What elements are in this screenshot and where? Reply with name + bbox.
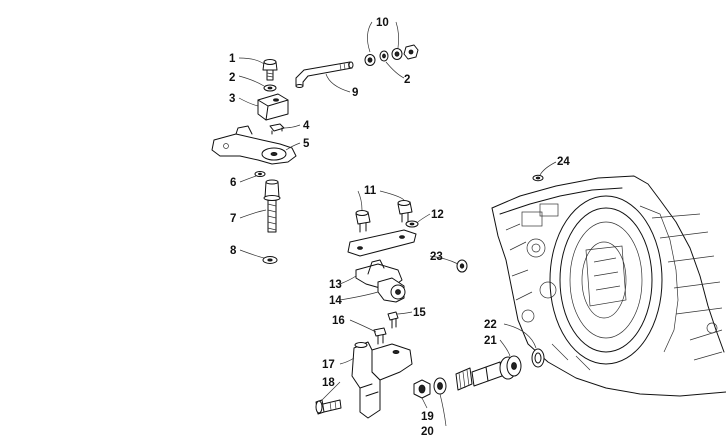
part-13-14-linkage [355, 259, 406, 303]
callout-19: 19 [421, 411, 434, 423]
part-20-washer [433, 377, 447, 395]
part-4-clip [269, 123, 285, 135]
leader-lines [238, 21, 557, 427]
callout-17: 17 [322, 359, 335, 371]
part-9-rod [295, 61, 354, 88]
part-7-shaft [263, 179, 281, 233]
callout-14: 14 [329, 295, 342, 307]
callout-21: 21 [484, 335, 497, 347]
callout-9: 9 [352, 87, 358, 99]
callout-13: 13 [329, 279, 342, 291]
callout-5: 5 [303, 138, 310, 150]
callout-10: 10 [376, 17, 389, 29]
part-1-bolt [262, 59, 278, 81]
part-12-washer [405, 220, 419, 228]
callout-2: 2 [229, 72, 235, 84]
bracket-plate [347, 229, 417, 257]
part-19-nut [413, 379, 431, 399]
part-5-lever-plate [211, 125, 297, 165]
callout-7: 7 [230, 213, 236, 225]
callout-4: 4 [303, 120, 310, 132]
part-23-washer [456, 259, 468, 273]
callout-6: 6 [230, 177, 236, 189]
callout-labels: 1 2 3 4 5 6 7 8 9 10 2 11 12 13 14 15 16… [229, 17, 570, 437]
part-18-bolt [315, 399, 342, 415]
callout-24: 24 [557, 156, 570, 168]
part-16-screw [373, 327, 387, 345]
callout-20: 20 [421, 426, 434, 437]
part-8-washer [262, 256, 278, 264]
part-24-washer [532, 174, 544, 182]
part-11-bolts [355, 200, 413, 233]
callout-1: 1 [229, 53, 236, 65]
callout-8: 8 [230, 245, 237, 257]
part-17-bracket [351, 341, 413, 419]
callout-11: 11 [364, 185, 377, 197]
part-6-washer [254, 171, 266, 177]
callout-16: 16 [332, 315, 345, 327]
callout-22: 22 [484, 319, 497, 331]
part-22-seal [531, 348, 545, 368]
part-10-nuts [364, 44, 419, 66]
part-21-shaft-gear [455, 355, 522, 391]
part-3-block [257, 93, 289, 121]
part-15-screw [387, 311, 399, 329]
part-2-washer [263, 84, 277, 92]
callout-18: 18 [322, 377, 335, 389]
callout-3: 3 [229, 93, 235, 105]
crankcase [491, 175, 726, 397]
callout-2b: 2 [404, 74, 410, 86]
callout-23: 23 [430, 251, 443, 263]
callout-15: 15 [413, 307, 426, 319]
callout-12: 12 [431, 209, 444, 221]
